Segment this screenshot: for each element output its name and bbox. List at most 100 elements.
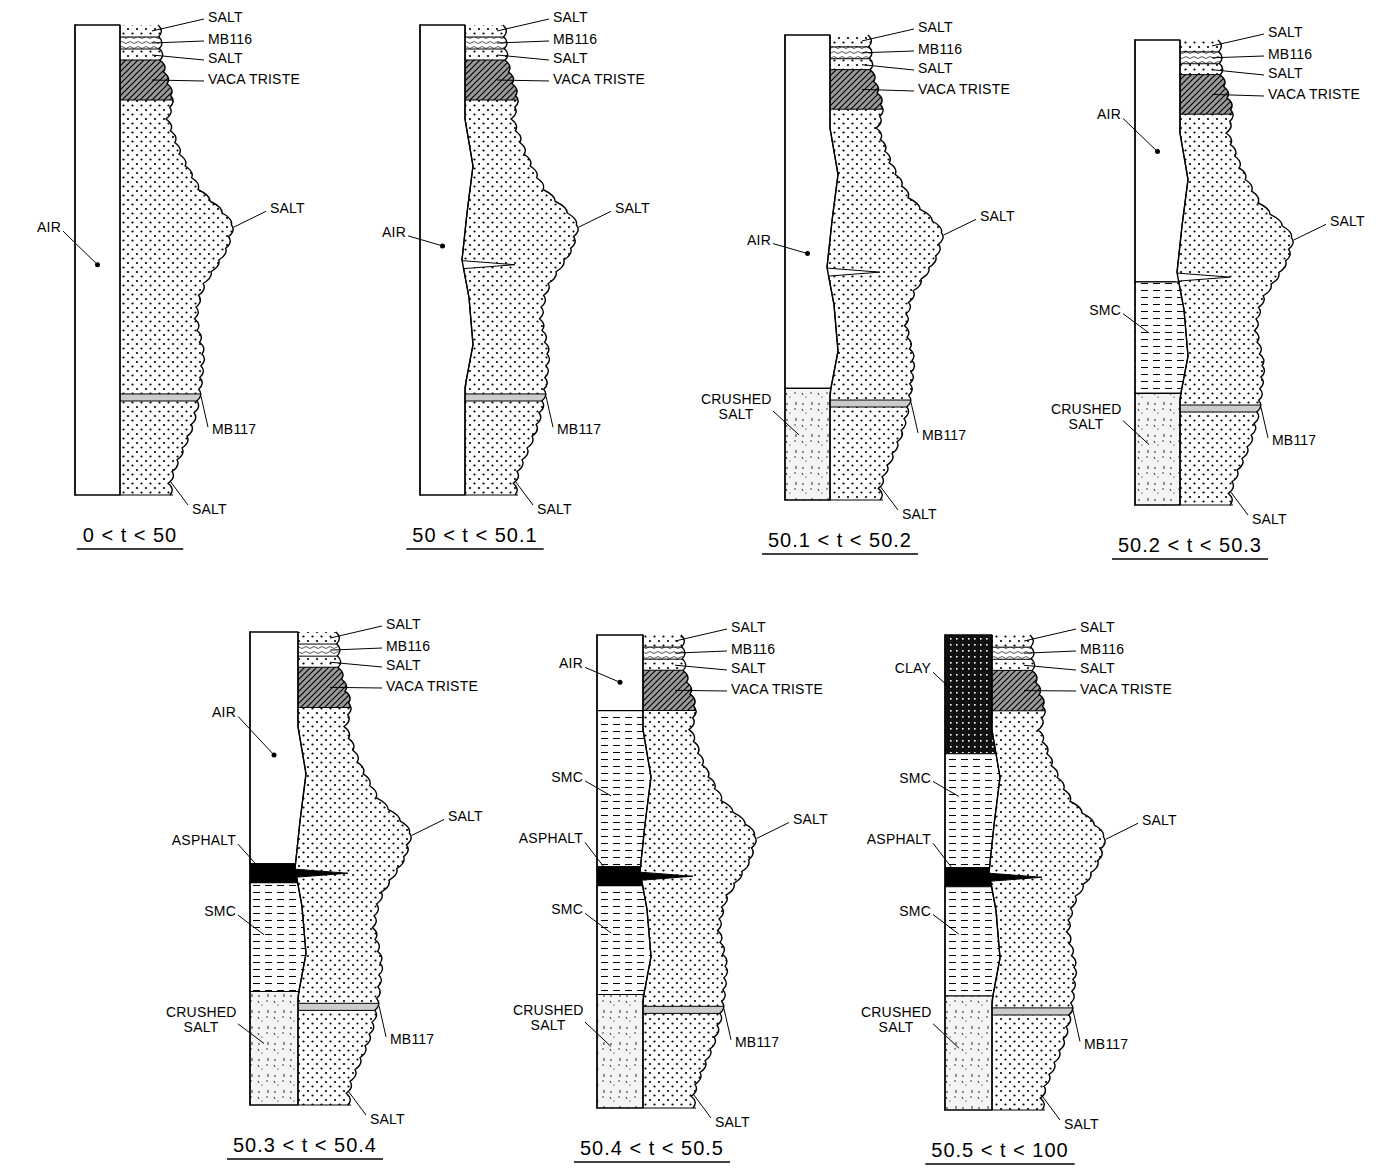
shaft-panel bbox=[1135, 40, 1330, 505]
time-caption: 50.1 < t < 50.2 bbox=[768, 530, 912, 550]
slot-edge bbox=[463, 261, 515, 269]
leader-line bbox=[585, 1022, 611, 1046]
layer-label: SALT bbox=[1080, 620, 1115, 634]
band-boundary bbox=[1170, 114, 1330, 115]
layer-label: VACA TRISTE bbox=[731, 682, 823, 696]
slot-edge bbox=[1178, 273, 1230, 281]
shaft-inner-edge bbox=[295, 632, 306, 1105]
shaft-fill-asph bbox=[945, 868, 992, 887]
layer-label: SALT bbox=[918, 61, 953, 75]
shaft-fill-crushed bbox=[945, 996, 993, 1110]
layer-label: CRUSHED SALT bbox=[166, 1005, 236, 1034]
leader-line bbox=[497, 55, 549, 60]
leader-line bbox=[1042, 1096, 1060, 1120]
shaft-bottom bbox=[420, 494, 518, 495]
layer-label: SALT bbox=[1268, 25, 1303, 39]
shaft-left-edge bbox=[1134, 40, 1135, 505]
layer-label: MB117 bbox=[1272, 433, 1316, 447]
shaft-left-edge bbox=[596, 635, 597, 1108]
leader-line bbox=[515, 481, 533, 505]
shaft-panel bbox=[75, 25, 270, 495]
time-caption: 50.2 < t < 50.3 bbox=[1118, 535, 1262, 555]
layer-label: SMC bbox=[899, 904, 931, 918]
rock-bands bbox=[1170, 52, 1330, 412]
layer-label: ASPHALT bbox=[172, 833, 236, 847]
mb117-band bbox=[288, 1003, 448, 1010]
leader-line bbox=[1212, 70, 1264, 75]
time-caption: 50.5 < t < 100 bbox=[931, 1140, 1068, 1160]
mb117-band bbox=[982, 1008, 1142, 1015]
layer-label: SALT bbox=[918, 20, 953, 34]
mb117-edge bbox=[633, 1013, 793, 1014]
slot bbox=[639, 872, 693, 880]
band-boundary bbox=[820, 58, 980, 59]
leader-line bbox=[585, 842, 611, 876]
band-boundary bbox=[982, 710, 1142, 711]
band-boundary bbox=[288, 656, 448, 657]
caption-underline bbox=[227, 1158, 383, 1160]
shaft-bottom bbox=[945, 1109, 1045, 1110]
leader-line bbox=[773, 244, 808, 254]
time-caption: 0 < t < 50 bbox=[83, 525, 178, 545]
band-boundary bbox=[633, 659, 793, 660]
layer-label: ASPHALT bbox=[519, 831, 583, 845]
mb117-band bbox=[820, 400, 980, 407]
band-boundary bbox=[820, 109, 980, 110]
rock-bands bbox=[820, 47, 980, 407]
leader-line bbox=[862, 65, 914, 70]
layer-label: SALT bbox=[1268, 66, 1303, 80]
shaft-top bbox=[785, 34, 830, 35]
shaft-left-edge bbox=[74, 25, 75, 495]
slot bbox=[826, 268, 880, 276]
caption-underline bbox=[406, 548, 543, 550]
mb117-edge bbox=[820, 400, 980, 401]
shaft-bottom bbox=[75, 494, 173, 495]
leader-line bbox=[773, 411, 799, 435]
shaft-fill-crushed bbox=[1135, 393, 1181, 505]
layer-label: SALT bbox=[553, 10, 588, 24]
shaft-panel bbox=[945, 635, 1142, 1110]
layer-label: CRUSHED SALT bbox=[1051, 402, 1121, 431]
leader-line bbox=[1230, 491, 1248, 515]
time-caption: 50.3 < t < 50.4 bbox=[233, 1135, 377, 1155]
slot bbox=[461, 261, 515, 269]
mb117-edge bbox=[1170, 405, 1330, 406]
leader-line bbox=[63, 231, 98, 265]
shaft-top bbox=[945, 634, 992, 635]
leader-line bbox=[1294, 224, 1326, 240]
layer-label: MB116 bbox=[1268, 47, 1312, 61]
leader-line bbox=[238, 915, 264, 935]
shaft-panel bbox=[785, 35, 980, 500]
leader-line bbox=[412, 819, 444, 835]
layer-label: SMC bbox=[551, 770, 583, 784]
layer-label: CRUSHED SALT bbox=[861, 1005, 931, 1034]
layer-label: MB117 bbox=[1084, 1037, 1128, 1051]
leader-line bbox=[1123, 421, 1149, 445]
layer-label: AIR bbox=[559, 656, 583, 670]
leader-line bbox=[379, 1006, 386, 1037]
layer-label: SALT bbox=[448, 809, 483, 823]
caption-underline bbox=[77, 548, 184, 550]
time-caption: 50.4 < t < 50.5 bbox=[580, 1138, 724, 1158]
shaft-left-edge bbox=[944, 635, 945, 1110]
rock-bands bbox=[110, 37, 270, 401]
leader-line bbox=[1123, 118, 1158, 151]
layer-label: SMC bbox=[1089, 303, 1121, 317]
mb117-edge bbox=[982, 1015, 1142, 1016]
leader-line bbox=[1123, 314, 1149, 333]
leader-line bbox=[911, 402, 918, 433]
shaft-fill-clay bbox=[945, 635, 996, 754]
leader-line bbox=[862, 29, 914, 41]
layer-label: SMC bbox=[204, 904, 236, 918]
layer-label: MB117 bbox=[557, 422, 601, 436]
leader-dot bbox=[618, 680, 623, 685]
band-boundary bbox=[455, 49, 615, 50]
layer-label: SALT bbox=[902, 507, 937, 521]
shaft-top bbox=[75, 24, 120, 25]
shaft-bottom bbox=[597, 1107, 696, 1108]
mb117-edge bbox=[110, 393, 270, 394]
layer-label: MB116 bbox=[386, 639, 430, 653]
layer-label: SALT bbox=[208, 10, 243, 24]
layer-label: AIR bbox=[37, 220, 61, 234]
leader-line bbox=[585, 667, 620, 682]
